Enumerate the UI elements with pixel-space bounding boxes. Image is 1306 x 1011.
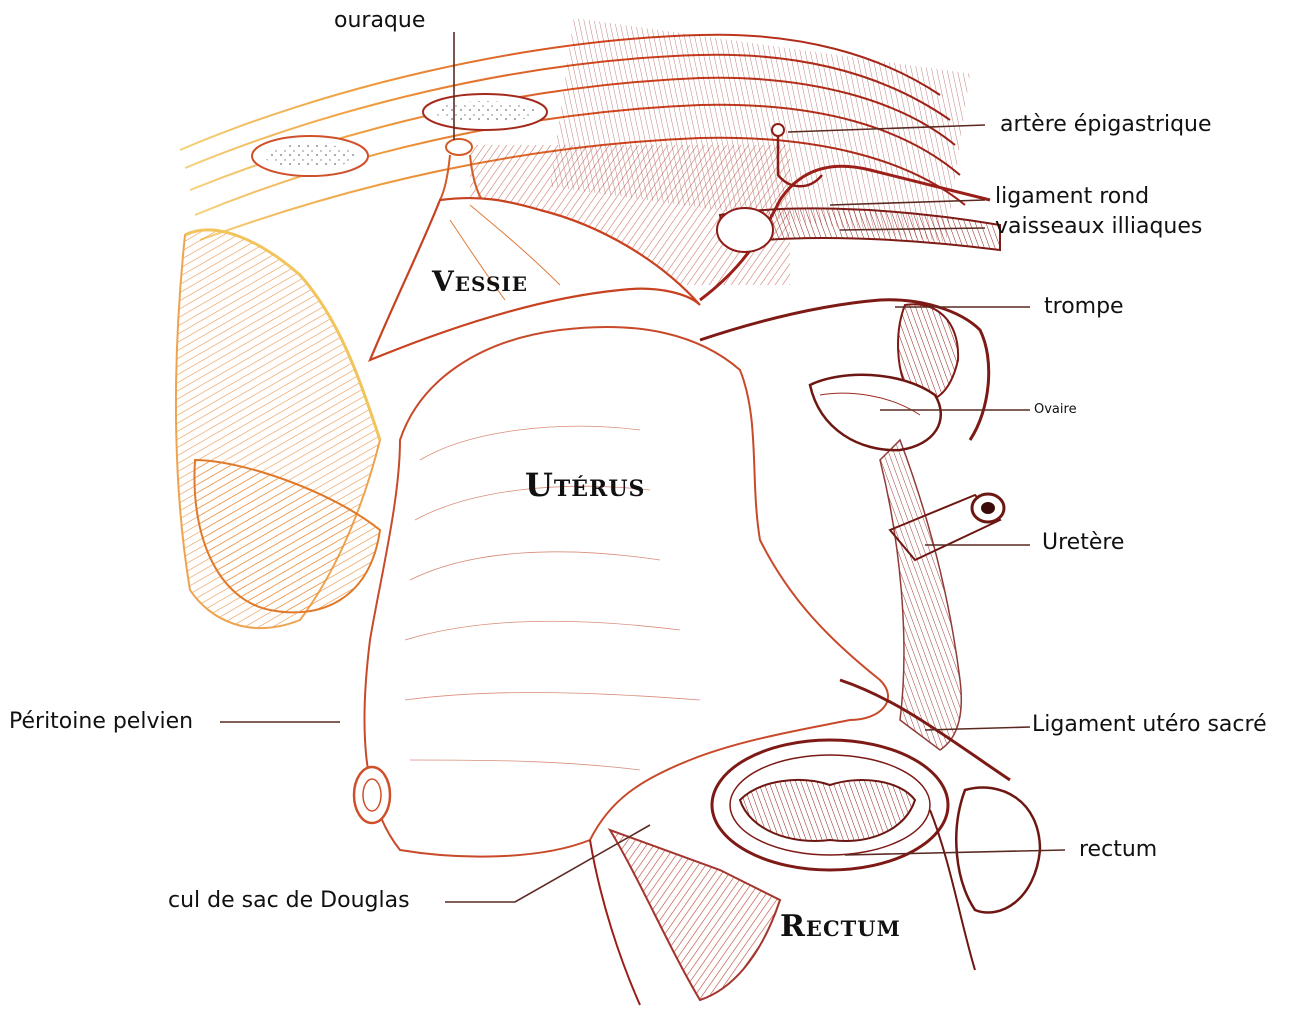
organ-label-uterus: Utérus xyxy=(525,469,645,501)
label-ligament-rond: ligament rond xyxy=(995,186,1149,208)
label-cul-de-sac-de-douglas: cul de sac de Douglas xyxy=(168,890,410,912)
label-peritoine-pelvien: Péritoine pelvien xyxy=(9,711,193,733)
label-uretere: Uretère xyxy=(1042,532,1124,554)
label-ouraque: ouraque xyxy=(334,10,425,32)
urachus xyxy=(446,139,472,155)
ovary xyxy=(810,375,941,450)
label-rectum: rectum xyxy=(1079,839,1157,861)
label-trompe: trompe xyxy=(1044,296,1124,318)
label-vaisseaux-illiaques: vaisseaux illiaques xyxy=(995,216,1202,238)
pelvic-peritoneum-tube xyxy=(354,767,390,823)
sacral-section xyxy=(956,788,1040,913)
organ-label-rectum: Rectum xyxy=(780,912,901,942)
label-ovaire: Ovaire xyxy=(1034,403,1077,416)
organ-label-vessie: Vessie xyxy=(432,268,528,296)
label-artere-epigastrique: artère épigastrique xyxy=(1000,114,1212,136)
label-ligament-utero-sacre: Ligament utéro sacré xyxy=(1032,714,1267,736)
